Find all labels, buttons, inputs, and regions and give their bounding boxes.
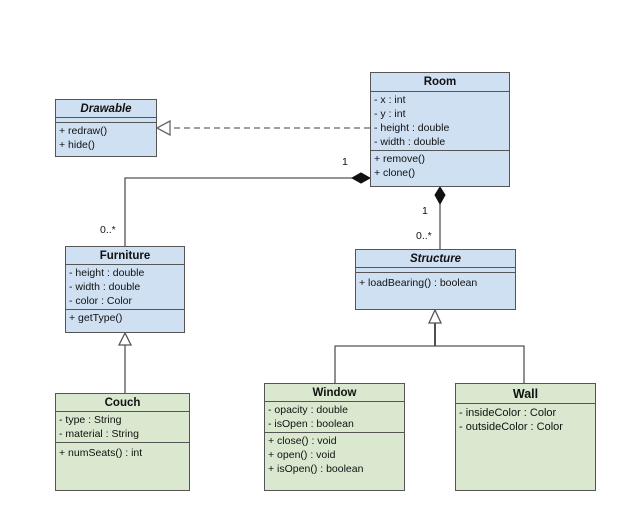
- methods-section: + redraw() + hide(): [56, 123, 156, 153]
- attributes-section: - height : double - width : double - col…: [66, 265, 184, 310]
- method: + getType(): [69, 312, 123, 324]
- class-name: Couch: [56, 394, 189, 412]
- attributes-section: - opacity : double - isOpen : boolean: [265, 402, 404, 433]
- composition-diamond-room-furniture: [350, 172, 372, 184]
- class-name: Furniture: [66, 247, 184, 265]
- class-drawable[interactable]: Drawable + redraw() + hide(): [55, 99, 157, 157]
- class-name: Structure: [356, 250, 515, 268]
- methods-section: + loadBearing() : boolean: [356, 273, 515, 291]
- methods-section: + remove() + clone(): [371, 151, 509, 181]
- method: + clone(): [374, 167, 416, 179]
- class-name: Room: [371, 73, 509, 92]
- attributes-section: [56, 118, 156, 123]
- attribute: - y : int: [374, 108, 406, 120]
- method: + close() : void: [268, 435, 337, 447]
- methods-section: + numSeats() : int: [56, 443, 189, 461]
- generalization-line-structure-branch: [334, 345, 525, 383]
- class-name: Drawable: [56, 100, 156, 118]
- method: + redraw(): [59, 125, 108, 137]
- attribute: - outsideColor : Color: [459, 421, 563, 433]
- class-structure[interactable]: Structure + loadBearing() : boolean: [355, 249, 516, 310]
- generalization-arrowhead-structure: [427, 308, 443, 324]
- composition-diamond-room-structure: [434, 186, 446, 206]
- class-window[interactable]: Window - opacity : double - isOpen : boo…: [264, 383, 405, 491]
- method: + numSeats() : int: [59, 447, 143, 459]
- methods-section: + close() : void + open() : void + isOpe…: [265, 433, 404, 477]
- composition-line-room-furniture: [124, 177, 352, 246]
- multiplicity-room-structure-structure: 0..*: [416, 230, 432, 242]
- attribute: - opacity : double: [268, 404, 348, 416]
- class-couch[interactable]: Couch - type : String - material : Strin…: [55, 393, 190, 491]
- method: + hide(): [59, 139, 95, 151]
- methods-section: + getType(): [66, 310, 184, 326]
- method: + isOpen() : boolean: [268, 463, 364, 475]
- attributes-section: - insideColor : Color - outsideColor : C…: [456, 404, 595, 435]
- attribute: - width : double: [69, 281, 141, 293]
- attribute: - x : int: [374, 94, 406, 106]
- multiplicity-room-furniture-furniture: 0..*: [100, 224, 116, 236]
- class-furniture[interactable]: Furniture - height : double - width : do…: [65, 246, 185, 333]
- method: + open() : void: [268, 449, 336, 461]
- generalization-arrowhead-furniture: [117, 331, 133, 346]
- attributes-section: [356, 268, 515, 273]
- attribute: - color : Color: [69, 295, 133, 307]
- attribute: - height : double: [69, 267, 145, 279]
- class-wall[interactable]: Wall - insideColor : Color - outsideColo…: [455, 383, 596, 491]
- class-name: Wall: [456, 384, 595, 404]
- class-name: Window: [265, 384, 404, 402]
- class-room[interactable]: Room - x : int - y : int - height : doub…: [370, 72, 510, 187]
- attribute: - type : String: [59, 414, 122, 426]
- attribute: - isOpen : boolean: [268, 418, 354, 430]
- attribute: - height : double: [374, 122, 450, 134]
- realization-arrowhead: [155, 119, 171, 137]
- attribute: - width : double: [374, 136, 446, 148]
- multiplicity-room-structure-room: 1: [422, 205, 428, 217]
- method: + remove(): [374, 153, 426, 165]
- attributes-section: - type : String - material : String: [56, 412, 189, 443]
- attributes-section: - x : int - y : int - height : double - …: [371, 92, 509, 151]
- method: + loadBearing() : boolean: [359, 277, 478, 289]
- multiplicity-room-furniture-room: 1: [342, 156, 348, 168]
- attribute: - material : String: [59, 428, 139, 440]
- attribute: - insideColor : Color: [459, 407, 557, 419]
